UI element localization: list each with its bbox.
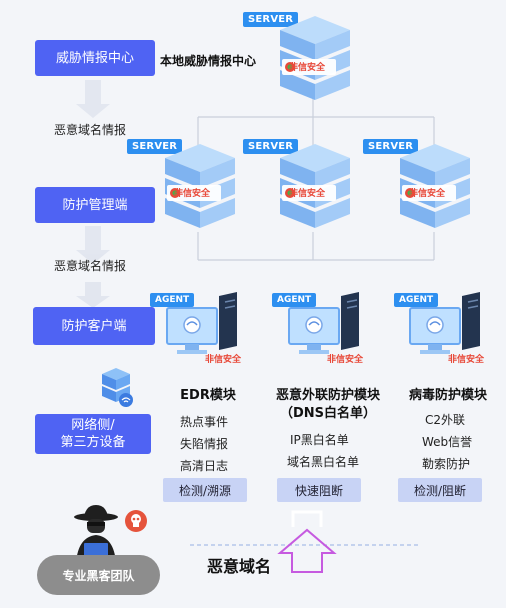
- logo-text-ws-right: 非信安全: [448, 355, 485, 365]
- flow-label-1: 恶意域名情报: [54, 123, 127, 137]
- agent-tag-mid: AGENT: [272, 293, 317, 307]
- workstation-icon-right: [408, 292, 488, 364]
- server-icon-mid: [272, 140, 358, 232]
- agent-tag-left: AGENT: [150, 293, 195, 307]
- server-tag-left: SERVER: [127, 139, 183, 154]
- logo-text-top: 非信安全: [289, 63, 326, 73]
- protection-client-button[interactable]: 防护客户端: [33, 307, 155, 345]
- module-title-edr: EDR模块: [180, 388, 236, 403]
- server-icon-right: [392, 140, 478, 232]
- module-virus-item-1: C2外联: [425, 413, 466, 427]
- server-tag-mid: SERVER: [243, 139, 299, 154]
- server-icon-top: [272, 12, 358, 104]
- flow-label-2: 恶意域名情报: [54, 259, 127, 273]
- local-center-label: 本地威胁情报中心: [160, 54, 257, 68]
- workstation-icon-left: [165, 292, 245, 364]
- logo-text-left: 非信安全: [174, 189, 211, 199]
- module-edr-item-3: 高清日志: [180, 459, 229, 473]
- module-dns-pill[interactable]: 快速阻断: [277, 478, 361, 502]
- workstation-icon-mid: [287, 292, 367, 364]
- network-side-button[interactable]: 网络侧/ 第三方设备: [35, 414, 151, 454]
- malicious-domain-label: 恶意域名: [207, 557, 272, 576]
- server-tag-right: SERVER: [363, 139, 419, 154]
- module-virus-item-3: 勒索防护: [422, 457, 471, 471]
- agent-tag-right: AGENT: [394, 293, 439, 307]
- module-title-virus: 病毒防护模块: [408, 388, 487, 403]
- protection-mgmt-button[interactable]: 防护管理端: [35, 187, 155, 223]
- virus-badge-icon: [124, 509, 148, 533]
- server-tag-top: SERVER: [243, 12, 299, 27]
- module-dns-item-1: IP黑白名单: [290, 433, 349, 447]
- logo-text-right: 非信安全: [409, 189, 446, 199]
- module-virus-item-2: Web信誉: [422, 435, 473, 449]
- logo-text-ws-left: 非信安全: [205, 355, 242, 365]
- network-device-icon: [96, 366, 136, 410]
- logo-text-mid: 非信安全: [289, 189, 326, 199]
- module-title-dns: 恶意外联防护模块 （DNS白名单）: [275, 388, 380, 421]
- server-icon-left: [157, 140, 243, 232]
- threat-intel-center-button[interactable]: 威胁情报中心: [35, 40, 155, 76]
- module-edr-item-2: 失陷情报: [180, 437, 229, 451]
- hacker-team-label: 专业黑客团队: [37, 555, 160, 595]
- module-virus-pill[interactable]: 检测/阻断: [398, 478, 482, 502]
- module-edr-item-1: 热点事件: [180, 415, 229, 429]
- module-dns-item-2: 域名黑白名单: [287, 455, 360, 469]
- module-edr-pill[interactable]: 检测/溯源: [163, 478, 247, 502]
- logo-text-ws-mid: 非信安全: [327, 355, 364, 365]
